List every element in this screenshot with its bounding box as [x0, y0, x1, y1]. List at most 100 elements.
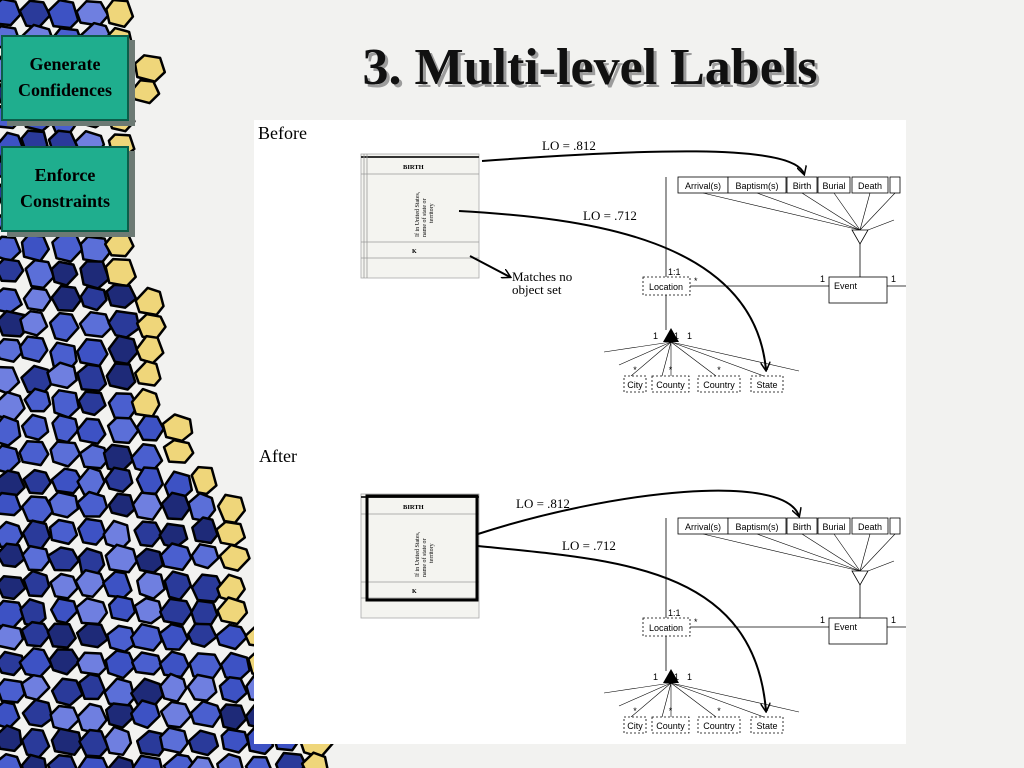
- after-event-type-label: Arrival(s): [685, 522, 721, 532]
- after-place-label: State: [756, 721, 777, 731]
- mosaic-blue-tile: [104, 543, 139, 574]
- mosaic-blue-tile: [187, 755, 215, 768]
- after-arrow-to-state: [477, 545, 766, 711]
- before-form-rotated-line-2: name of state or: [421, 199, 428, 237]
- before-aggregation-line: [670, 341, 800, 372]
- mosaic-blue-tile: [18, 439, 50, 467]
- after-card-one: 1: [653, 672, 658, 682]
- mosaic-blue-tile: [79, 235, 111, 264]
- before-place-label: City: [627, 380, 643, 390]
- after-isa-line: [756, 533, 861, 572]
- mosaic-blue-tile: [189, 700, 223, 729]
- after-heading: After: [259, 446, 297, 466]
- after-card-one: 1: [891, 615, 896, 625]
- after-form-header: BIRTH: [403, 504, 424, 511]
- mosaic-blue-tile: [190, 543, 220, 570]
- before-card-star: *: [717, 365, 721, 375]
- mosaic-blue-tile: [130, 651, 163, 676]
- mosaic-blue-tile: [21, 544, 51, 572]
- mosaic-blue-tile: [190, 599, 219, 628]
- mosaic-blue-tile: [50, 677, 84, 707]
- after-lo-state-label: LO = .712: [562, 538, 616, 553]
- mosaic-blue-tile: [106, 416, 140, 445]
- before-card-one: 1: [653, 331, 658, 341]
- mosaic-gold-tile: [103, 232, 135, 258]
- slide-title: 3. Multi-level Labels: [362, 39, 818, 96]
- mosaic-blue-tile: [158, 726, 189, 755]
- before-place-label: County: [656, 380, 685, 390]
- before-form-snippet: BIRTH If in United States, name of state…: [360, 153, 480, 279]
- mosaic-blue-tile: [78, 728, 110, 758]
- after-place-box: [750, 716, 784, 734]
- mosaic-blue-tile: [131, 754, 163, 768]
- mosaic-blue-tile: [0, 0, 22, 27]
- generate-confidences-button[interactable]: Generate Confidences: [1, 35, 129, 121]
- after-isa-line: [867, 560, 895, 572]
- after-card-one: 1: [820, 615, 825, 625]
- before-form-rotated-line-1: If in United States,: [414, 191, 421, 237]
- after-isa-triangle: [851, 570, 869, 586]
- after-card-star: *: [717, 706, 721, 716]
- mosaic-blue-tile: [133, 596, 164, 625]
- before-place-box: [651, 375, 690, 393]
- mosaic-blue-tile: [0, 650, 26, 677]
- mosaic-blue-tile: [77, 517, 107, 546]
- after-card-location: 1:1: [668, 608, 681, 618]
- before-isa-line: [859, 192, 896, 231]
- mosaic-gold-tile: [133, 359, 162, 387]
- before-event-type-label: Burial: [822, 181, 845, 191]
- mosaic-blue-tile: [0, 491, 23, 517]
- after-arrow-to-birth: [477, 489, 799, 535]
- mosaic-blue-tile: [0, 574, 27, 601]
- before-heading: Before: [258, 123, 307, 143]
- before-card-location: 1:1: [668, 267, 681, 277]
- mosaic-blue-tile: [103, 725, 133, 757]
- before-aggregation-line: [670, 341, 717, 377]
- after-card-one: 1: [674, 672, 679, 682]
- mosaic-blue-tile: [77, 672, 106, 701]
- after-event-type-label: Burial: [822, 522, 845, 532]
- after-aggregation-line: [670, 682, 717, 718]
- mosaic-blue-tile: [49, 440, 82, 468]
- mosaic-blue-tile: [77, 390, 107, 417]
- after-place-box: [651, 716, 690, 734]
- after-aggregation-triangle: [663, 669, 679, 683]
- mosaic-blue-tile: [187, 729, 220, 757]
- before-place-box: [750, 375, 784, 393]
- mosaic-blue-tile: [24, 258, 56, 290]
- mosaic-blue-tile: [216, 752, 244, 768]
- generate-confidences-label-line-1: Generate: [29, 54, 101, 74]
- after-place-box: [623, 716, 647, 734]
- after-event-type-label: Birth: [793, 522, 812, 532]
- mosaic-blue-tile: [74, 568, 106, 599]
- before-card-star: *: [694, 276, 698, 286]
- before-event-type-label: Arrival(s): [685, 181, 721, 191]
- mosaic-blue-tile: [79, 260, 111, 290]
- before-note-line-2: object set: [512, 282, 562, 297]
- mosaic-blue-tile: [76, 363, 108, 393]
- after-isa-line: [702, 533, 861, 572]
- before-event-label: Event: [834, 281, 858, 291]
- before-card-one: 1: [820, 274, 825, 284]
- before-place-label: State: [756, 380, 777, 390]
- mosaic-blue-tile: [215, 623, 249, 651]
- after-form-rotated-line-2: name of state or: [421, 539, 428, 577]
- mosaic-blue-tile: [22, 569, 51, 598]
- mosaic-gold-tile: [300, 751, 329, 768]
- mosaic-blue-tile: [105, 283, 138, 309]
- before-arrow-to-birth: [481, 150, 804, 174]
- enforce-constraints-button[interactable]: Enforce Constraints: [1, 146, 129, 232]
- mosaic-blue-tile: [133, 520, 164, 548]
- after-form-mark: K: [412, 589, 417, 595]
- mosaic-blue-tile: [190, 573, 225, 603]
- mosaic-blue-tile: [21, 698, 54, 728]
- before-card-one: 1: [687, 331, 692, 341]
- before-lo-state-label: LO = .712: [583, 208, 637, 223]
- mosaic-blue-tile: [76, 417, 107, 445]
- mosaic-blue-tile: [158, 650, 191, 679]
- mosaic-gold-tile: [133, 54, 167, 83]
- before-isa-line: [833, 192, 861, 231]
- mosaic-blue-tile: [22, 286, 53, 312]
- mosaic-gold-tile: [162, 438, 195, 464]
